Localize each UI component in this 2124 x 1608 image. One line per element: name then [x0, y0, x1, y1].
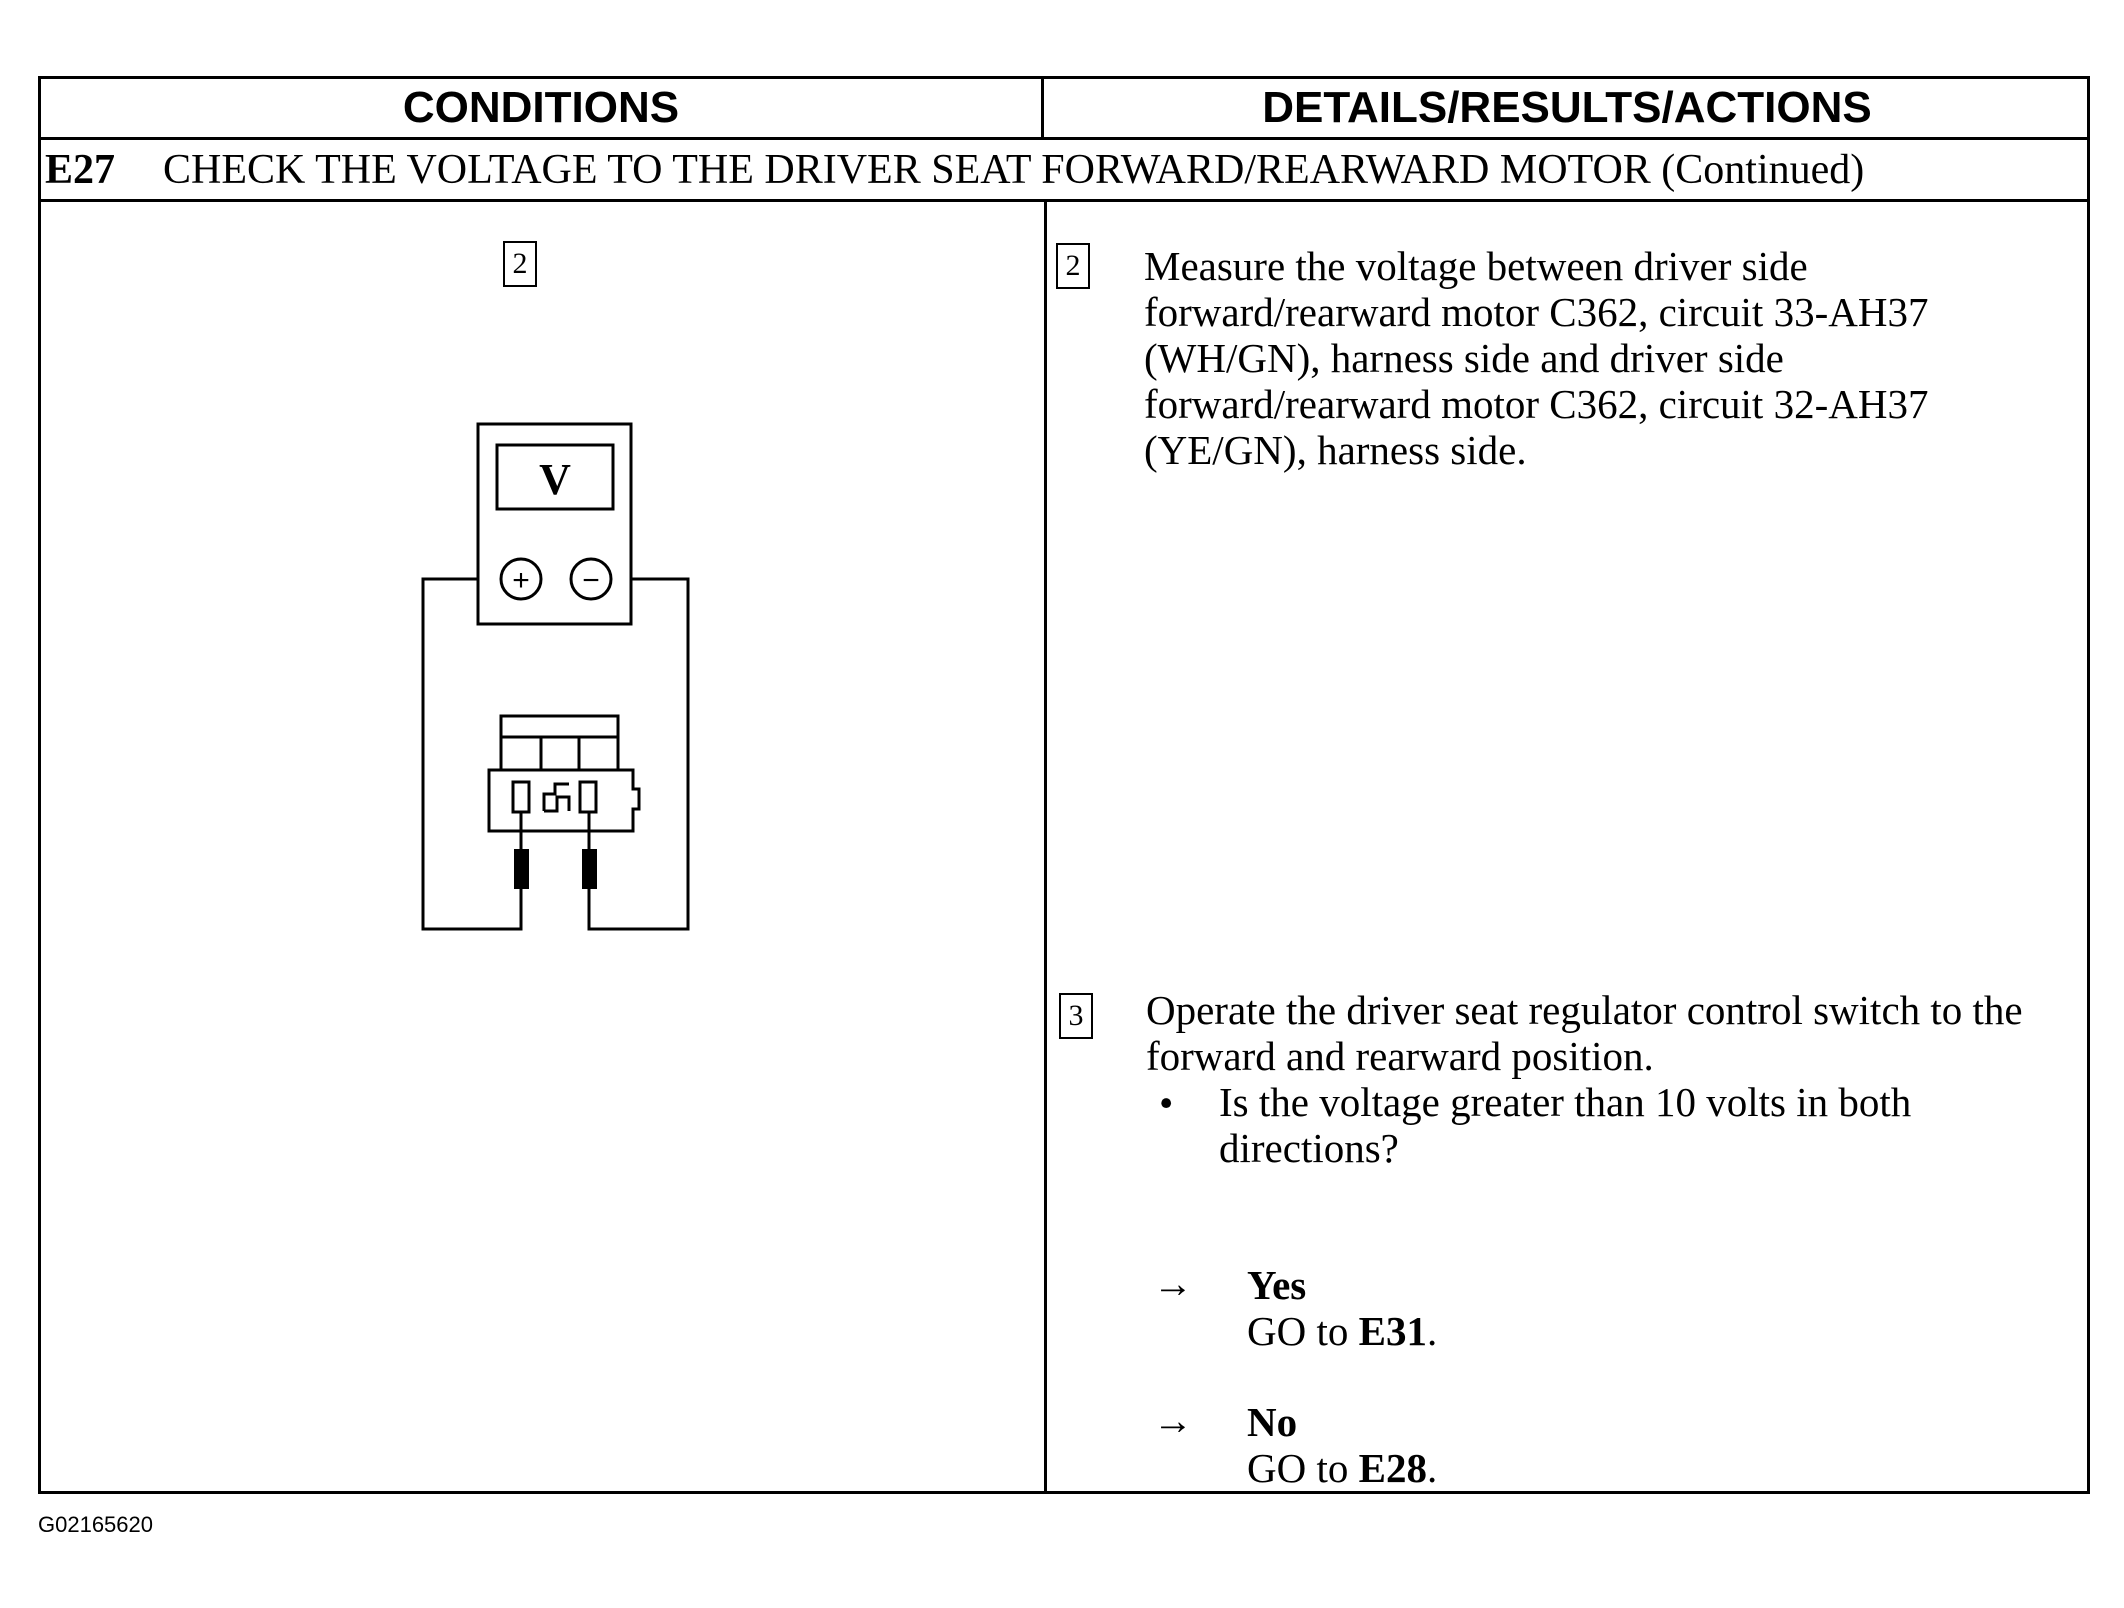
minus-symbol: −: [582, 564, 600, 597]
positive-lead: [421, 577, 523, 931]
no-arrow: →: [1153, 1398, 1193, 1443]
connector-top: [499, 714, 620, 772]
negative-lead: [587, 577, 690, 931]
yes-label: Yes: [1247, 1262, 1307, 1308]
step-title: CHECK THE VOLTAGE TO THE DRIVER SEAT FOR…: [163, 147, 1865, 193]
no-target-link[interactable]: E28: [1358, 1445, 1427, 1491]
conditions-header: CONDITIONS: [402, 83, 680, 132]
header-rule: [41, 137, 2087, 140]
yes-destination: GO to E31.: [1247, 1308, 1438, 1354]
step-title-row: E27 CHECK THE VOLTAGE TO THE DRIVER SEAT…: [41, 139, 2087, 201]
figure-id: G02165620: [38, 1512, 153, 1537]
step-code: E27: [45, 147, 116, 193]
question-text: Is the voltage greater than 10 volts in …: [1219, 1079, 1912, 1171]
procedure-table: CONDITIONS DETAILS/RESULTS/ACTIONS E27 C…: [38, 76, 2090, 1494]
column-divider-body: [1044, 200, 1047, 1494]
negative-terminal: [569, 557, 613, 601]
yes-target-link[interactable]: E31: [1358, 1308, 1427, 1354]
action-step-2-text: Measure the voltage between driver side …: [1144, 243, 1929, 473]
voltmeter-display: [495, 443, 615, 511]
action-step-2-number: 2: [1056, 243, 1090, 289]
plus-symbol: +: [512, 564, 530, 597]
voltmeter-connector-diagram: V + −: [421, 422, 690, 931]
no-answer: No GO to E28.: [1247, 1399, 1437, 1491]
question-bullet: •: [1159, 1080, 1174, 1126]
positive-terminal: [499, 557, 543, 601]
details-header: DETAILS/RESULTS/ACTIONS: [1262, 83, 1872, 132]
voltmeter-body: [476, 422, 633, 626]
yes-arrow: →: [1153, 1261, 1193, 1306]
positive-probe: [514, 849, 529, 889]
negative-probe: [582, 849, 597, 889]
no-label: No: [1247, 1399, 1298, 1445]
action-step-3-number: 3: [1059, 993, 1093, 1039]
connector-body: [487, 768, 641, 833]
action-step-3-text: Operate the driver seat regulator contro…: [1146, 987, 2023, 1079]
yes-answer: Yes GO to E31.: [1247, 1262, 1437, 1354]
diagram-step-label: 2: [503, 241, 537, 287]
voltmeter-display-text: V: [539, 455, 571, 504]
step-rule: [41, 199, 2087, 202]
no-destination: GO to E28.: [1247, 1445, 1438, 1491]
column-divider: [1041, 79, 1044, 138]
